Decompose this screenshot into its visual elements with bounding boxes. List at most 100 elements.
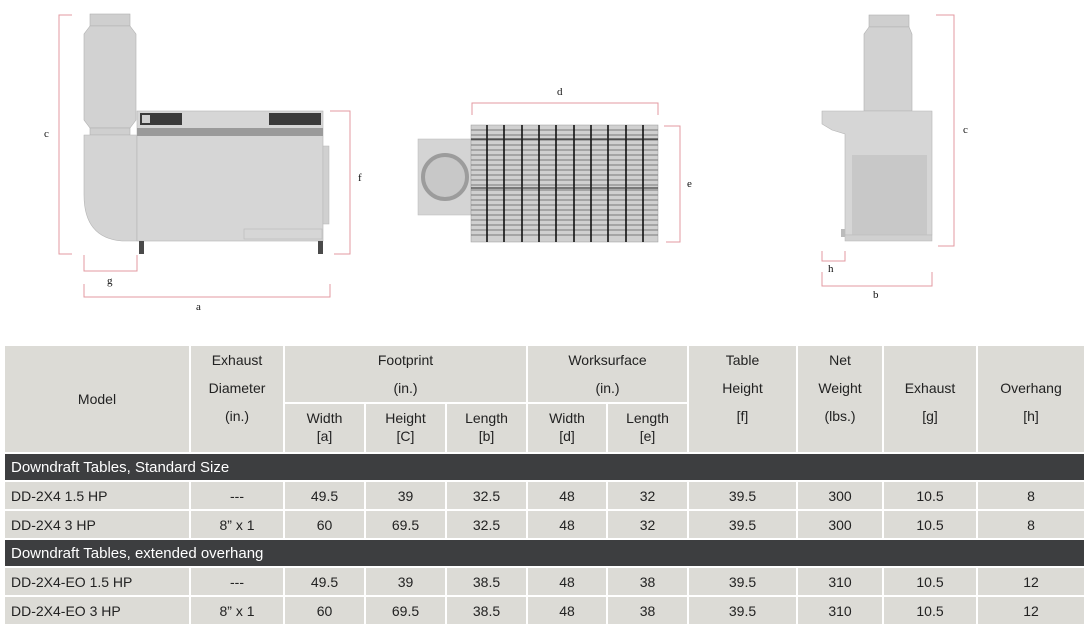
cell-exhaust: 10.5 <box>884 511 978 540</box>
header-model: Model <box>5 346 191 454</box>
header-fp-length: Length[b] <box>447 404 528 454</box>
cell-ws-width: 48 <box>528 511 608 540</box>
dim-label-d: d <box>557 86 563 98</box>
cell-overhang: 8 <box>978 511 1084 540</box>
cell-ws-length: 38 <box>608 597 689 626</box>
dim-label-b: b <box>873 289 879 301</box>
dim-label-c-side: c <box>44 128 49 140</box>
header-net-weight: Net Weight (lbs.) <box>798 346 884 454</box>
side-view-diagram <box>58 13 351 298</box>
header-text: [C] <box>396 428 415 444</box>
header-text: Width <box>306 410 343 426</box>
header-text: Net <box>829 352 851 368</box>
cell-exhaust-diameter: --- <box>191 568 285 597</box>
cell-fp-width: 60 <box>285 511 366 540</box>
header-table-height: Table Height [f] <box>689 346 798 454</box>
header-text: Overhang <box>1000 380 1062 396</box>
dim-label-a: a <box>196 301 201 313</box>
header-text: Exhaust <box>211 352 263 368</box>
cell-exhaust: 10.5 <box>884 597 978 626</box>
table-row: DD-2X4-EO 3 HP 8” x 1 60 69.5 38.5 48 38… <box>5 597 1084 626</box>
header-text: (lbs.) <box>824 408 856 424</box>
header-text: Exhaust <box>904 380 956 396</box>
header-text: Height <box>722 380 763 396</box>
header-text: (in.) <box>595 380 620 396</box>
header-text: Length <box>626 410 669 426</box>
header-text: [e] <box>639 428 656 444</box>
header-text: Length <box>465 410 508 426</box>
cell-net-weight: 310 <box>798 597 884 626</box>
header-text: [d] <box>559 428 575 444</box>
cell-overhang: 12 <box>978 597 1084 626</box>
top-view-diagram <box>417 102 681 243</box>
cell-fp-width: 49.5 <box>285 568 366 597</box>
cell-fp-height: 39 <box>366 482 447 511</box>
cell-model: DD-2X4-EO 1.5 HP <box>5 568 191 597</box>
header-ws-width: Width [d] <box>528 404 608 454</box>
cell-fp-length: 38.5 <box>447 597 528 626</box>
header-text: [a] <box>316 428 333 444</box>
dimension-diagrams: c f g a d e c h b <box>44 13 968 313</box>
cell-net-weight: 300 <box>798 511 884 540</box>
header-text: [h] <box>1023 408 1039 424</box>
cell-net-weight: 310 <box>798 568 884 597</box>
cell-table-height: 39.5 <box>689 568 798 597</box>
header-ws-length: Length [e] <box>608 404 689 454</box>
group-header-row: Downdraft Tables, Standard Size <box>5 454 1084 482</box>
table-row: DD-2X4 3 HP 8” x 1 60 69.5 32.5 48 32 39… <box>5 511 1084 540</box>
cell-ws-length: 38 <box>608 568 689 597</box>
end-view-diagram <box>821 14 955 287</box>
header-text: (in.) <box>393 380 418 396</box>
header-text: Weight <box>818 380 862 396</box>
table-row: DD-2X4 1.5 HP --- 49.5 39 32.5 48 32 39.… <box>5 482 1084 511</box>
cell-ws-length: 32 <box>608 482 689 511</box>
dim-label-f: f <box>358 172 362 184</box>
cell-fp-height: 39 <box>366 568 447 597</box>
header-text: Diameter <box>208 380 266 396</box>
cell-exhaust: 10.5 <box>884 482 978 511</box>
cell-exhaust-diameter: 8” x 1 <box>191 511 285 540</box>
dim-label-g: g <box>107 275 113 287</box>
cell-ws-length: 32 <box>608 511 689 540</box>
cell-fp-length: 32.5 <box>447 482 528 511</box>
header-fp-height: Height [C] <box>366 404 447 454</box>
cell-exhaust-diameter: 8” x 1 <box>191 597 285 626</box>
cell-fp-length: 32.5 <box>447 511 528 540</box>
header-text: Footprint <box>377 352 434 368</box>
cell-ws-width: 48 <box>528 482 608 511</box>
header-text: Width <box>549 410 585 426</box>
group-title: Downdraft Tables, extended overhang <box>5 540 1084 568</box>
cell-fp-height: 69.5 <box>366 597 447 626</box>
cell-model: DD-2X4 3 HP <box>5 511 191 540</box>
cell-fp-length: 38.5 <box>447 568 528 597</box>
cell-ws-width: 48 <box>528 597 608 626</box>
cell-table-height: 39.5 <box>689 511 798 540</box>
dim-label-e: e <box>687 178 692 190</box>
group-header-row: Downdraft Tables, extended overhang <box>5 540 1084 568</box>
header-text: (in.) <box>224 408 250 424</box>
dim-label-h: h <box>828 263 834 275</box>
header-text: Table <box>725 352 760 368</box>
cell-model: DD-2X4-EO 3 HP <box>5 597 191 626</box>
header-overhang: Overhang [h] <box>978 346 1084 454</box>
header-exhaust-diameter: Exhaust Diameter (in.) <box>191 346 285 454</box>
cell-table-height: 39.5 <box>689 597 798 626</box>
cell-overhang: 12 <box>978 568 1084 597</box>
header-text: Worksurface <box>568 352 647 368</box>
cell-fp-width: 49.5 <box>285 482 366 511</box>
cell-fp-width: 60 <box>285 597 366 626</box>
header-fp-width: Width [a] <box>285 404 366 454</box>
specifications-table: Model Exhaust Diameter (in.) Footprint (… <box>5 346 1084 626</box>
cell-exhaust-diameter: --- <box>191 482 285 511</box>
header-text: [g] <box>922 408 938 424</box>
table-row: DD-2X4-EO 1.5 HP --- 49.5 39 38.5 48 38 … <box>5 568 1084 597</box>
header-text: Height <box>385 410 426 426</box>
cell-net-weight: 300 <box>798 482 884 511</box>
header-footprint: Footprint (in.) <box>285 346 528 404</box>
header-exhaust: Exhaust [g] <box>884 346 978 454</box>
cell-model: DD-2X4 1.5 HP <box>5 482 191 511</box>
group-title: Downdraft Tables, Standard Size <box>5 454 1084 482</box>
cell-table-height: 39.5 <box>689 482 798 511</box>
header-worksurface: Worksurface (in.) <box>528 346 689 404</box>
diagram-illustrations <box>58 13 955 298</box>
